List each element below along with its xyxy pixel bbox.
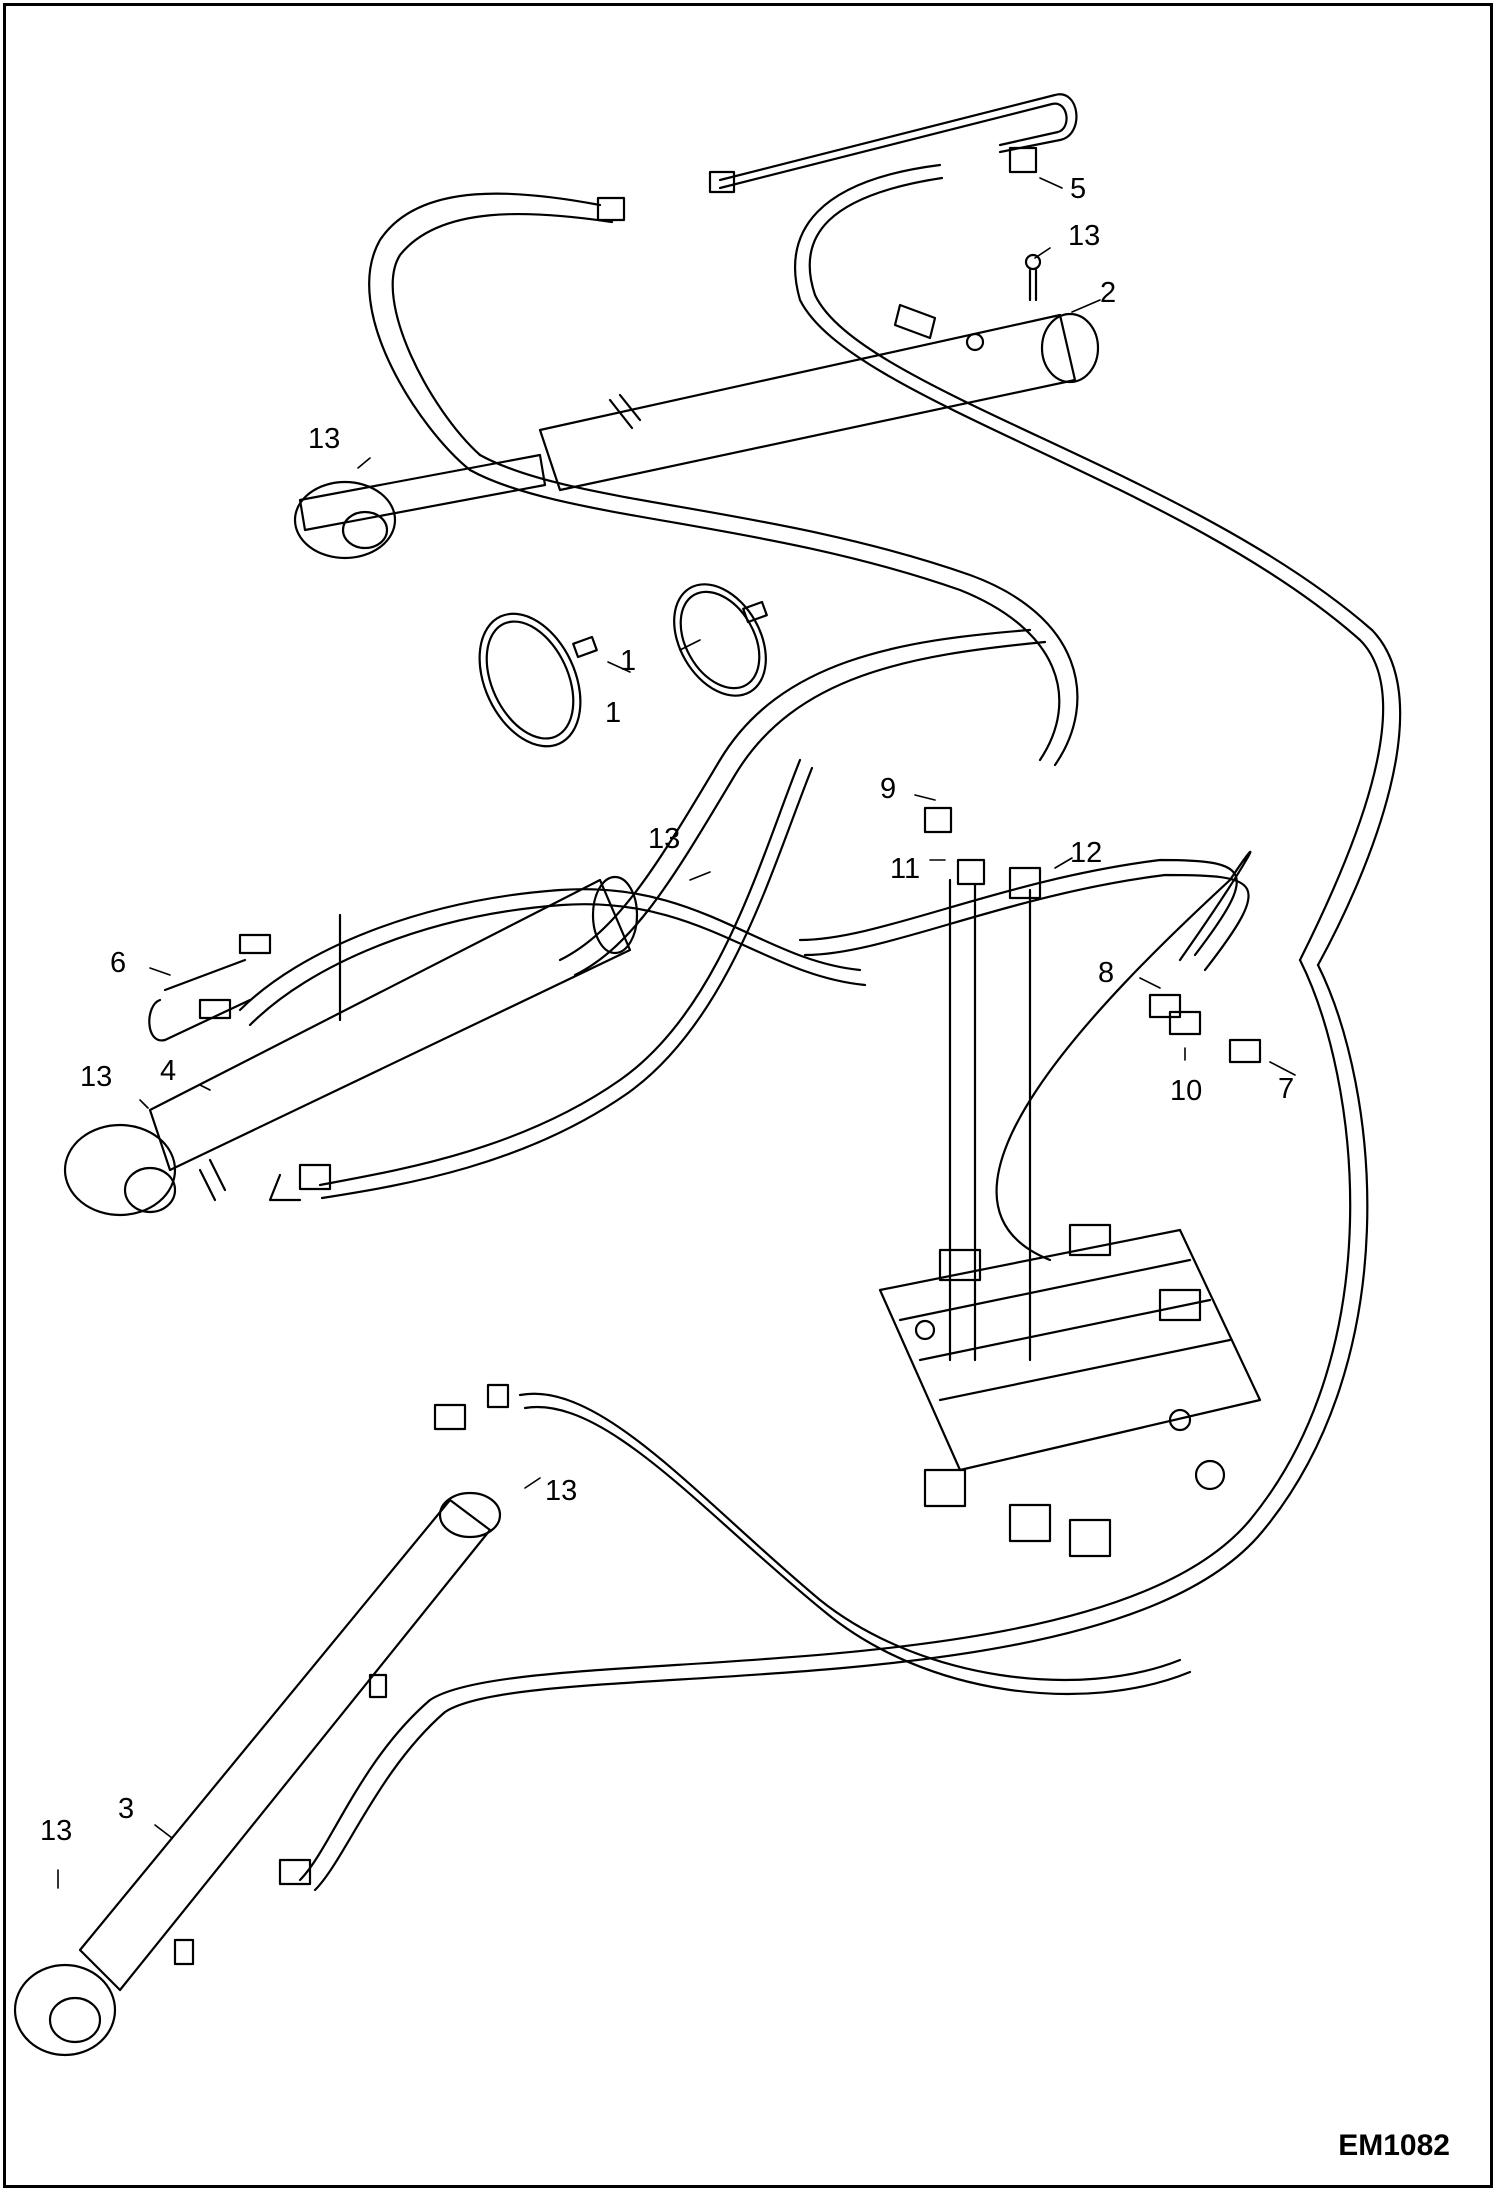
callout-13-left: 13 [308, 423, 340, 455]
callout-8: 8 [1098, 957, 1114, 989]
tube-top-right [718, 93, 1078, 182]
hose-center-b [558, 628, 1032, 962]
callout-3: 3 [118, 1793, 134, 1825]
leader-lines [57, 177, 1296, 1889]
hose-left-to-center [318, 758, 802, 1187]
hose-right-long [794, 163, 1385, 962]
callout-9: 9 [880, 773, 896, 805]
hose-top-left-loop [368, 192, 602, 472]
hose-right-b [995, 850, 1252, 1262]
cylinder-3 [13, 1491, 502, 2057]
hose-fitting-8 [798, 858, 1238, 957]
hose-left-mid [238, 888, 862, 1012]
hose-lower-loop [298, 958, 1352, 1882]
callout-12: 12 [1070, 837, 1102, 869]
hose-lower-to-cyl [518, 1392, 1182, 1682]
drawing-code: EM1082 [1338, 2129, 1450, 2162]
fittings [278, 146, 1262, 1886]
callout-6: 6 [110, 947, 126, 979]
callout-11: 11 [890, 853, 920, 885]
hose-group [238, 93, 1402, 1892]
callout-7: 7 [1278, 1073, 1294, 1105]
cylinder-2 [293, 253, 1100, 560]
callout-13-bottom: 13 [40, 1815, 72, 1847]
callout-10: 10 [1170, 1075, 1202, 1107]
control-valve [878, 878, 1262, 1558]
tube-6 [148, 913, 342, 1042]
diagram-border [3, 3, 1493, 2188]
callout-1-a: 1 [620, 645, 636, 677]
callout-13-cyl3-top: 13 [545, 1475, 577, 1507]
callout-5: 5 [1070, 173, 1086, 205]
callout-1-b: 1 [605, 697, 621, 729]
callout-labels: 5 13 2 13 1 1 9 13 11 12 6 8 13 4 10 7 1… [40, 173, 1294, 1847]
cylinder-4 [63, 875, 639, 1217]
callout-2: 2 [1100, 277, 1116, 309]
callout-13-mid: 13 [648, 823, 680, 855]
callout-4: 4 [160, 1055, 176, 1087]
callout-13-top: 13 [1068, 220, 1100, 252]
callout-13-cyl4: 13 [80, 1061, 112, 1093]
hose-center-a [468, 468, 1061, 762]
cable-ties [478, 583, 768, 748]
